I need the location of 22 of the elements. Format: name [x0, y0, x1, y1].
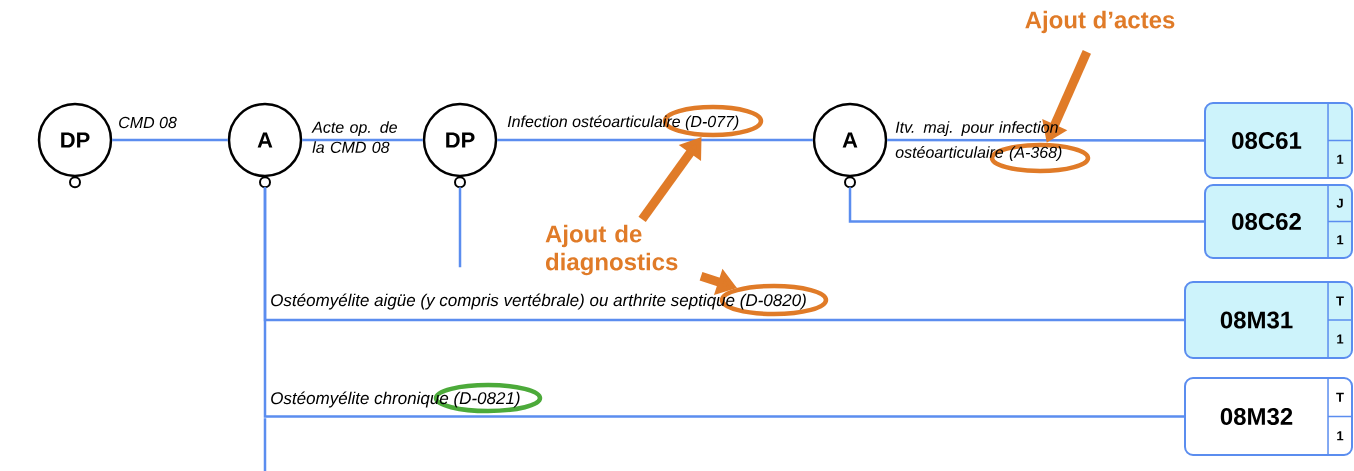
side-value: 1 [1337, 154, 1344, 164]
connector-line [263, 187, 1185, 418]
edge-label: CMD 08 [119, 116, 177, 129]
side-value: T [1336, 296, 1344, 306]
side-value: 1 [1337, 431, 1344, 441]
side-value: 1 [1337, 334, 1344, 344]
edge-label: Acte op. de la CMD 08 [311, 121, 397, 153]
connector-line [887, 138, 1205, 142]
side-value: T [1336, 392, 1344, 402]
connector-line [302, 138, 423, 142]
connector-line [112, 138, 228, 142]
circle-node: DP [37, 102, 113, 178]
circle-node: DP [422, 102, 498, 178]
side-value: 1 [1337, 235, 1344, 245]
side-value: J [1336, 198, 1343, 208]
connector-line [848, 187, 1205, 223]
annotation-text: Ajout d’actes [1025, 10, 1175, 34]
connector-line [458, 187, 462, 268]
circle-node: A [227, 102, 303, 178]
connector-line [497, 138, 813, 142]
annotation-text: Ajout de diagnostics [545, 224, 678, 276]
circle-node: A [812, 102, 888, 178]
